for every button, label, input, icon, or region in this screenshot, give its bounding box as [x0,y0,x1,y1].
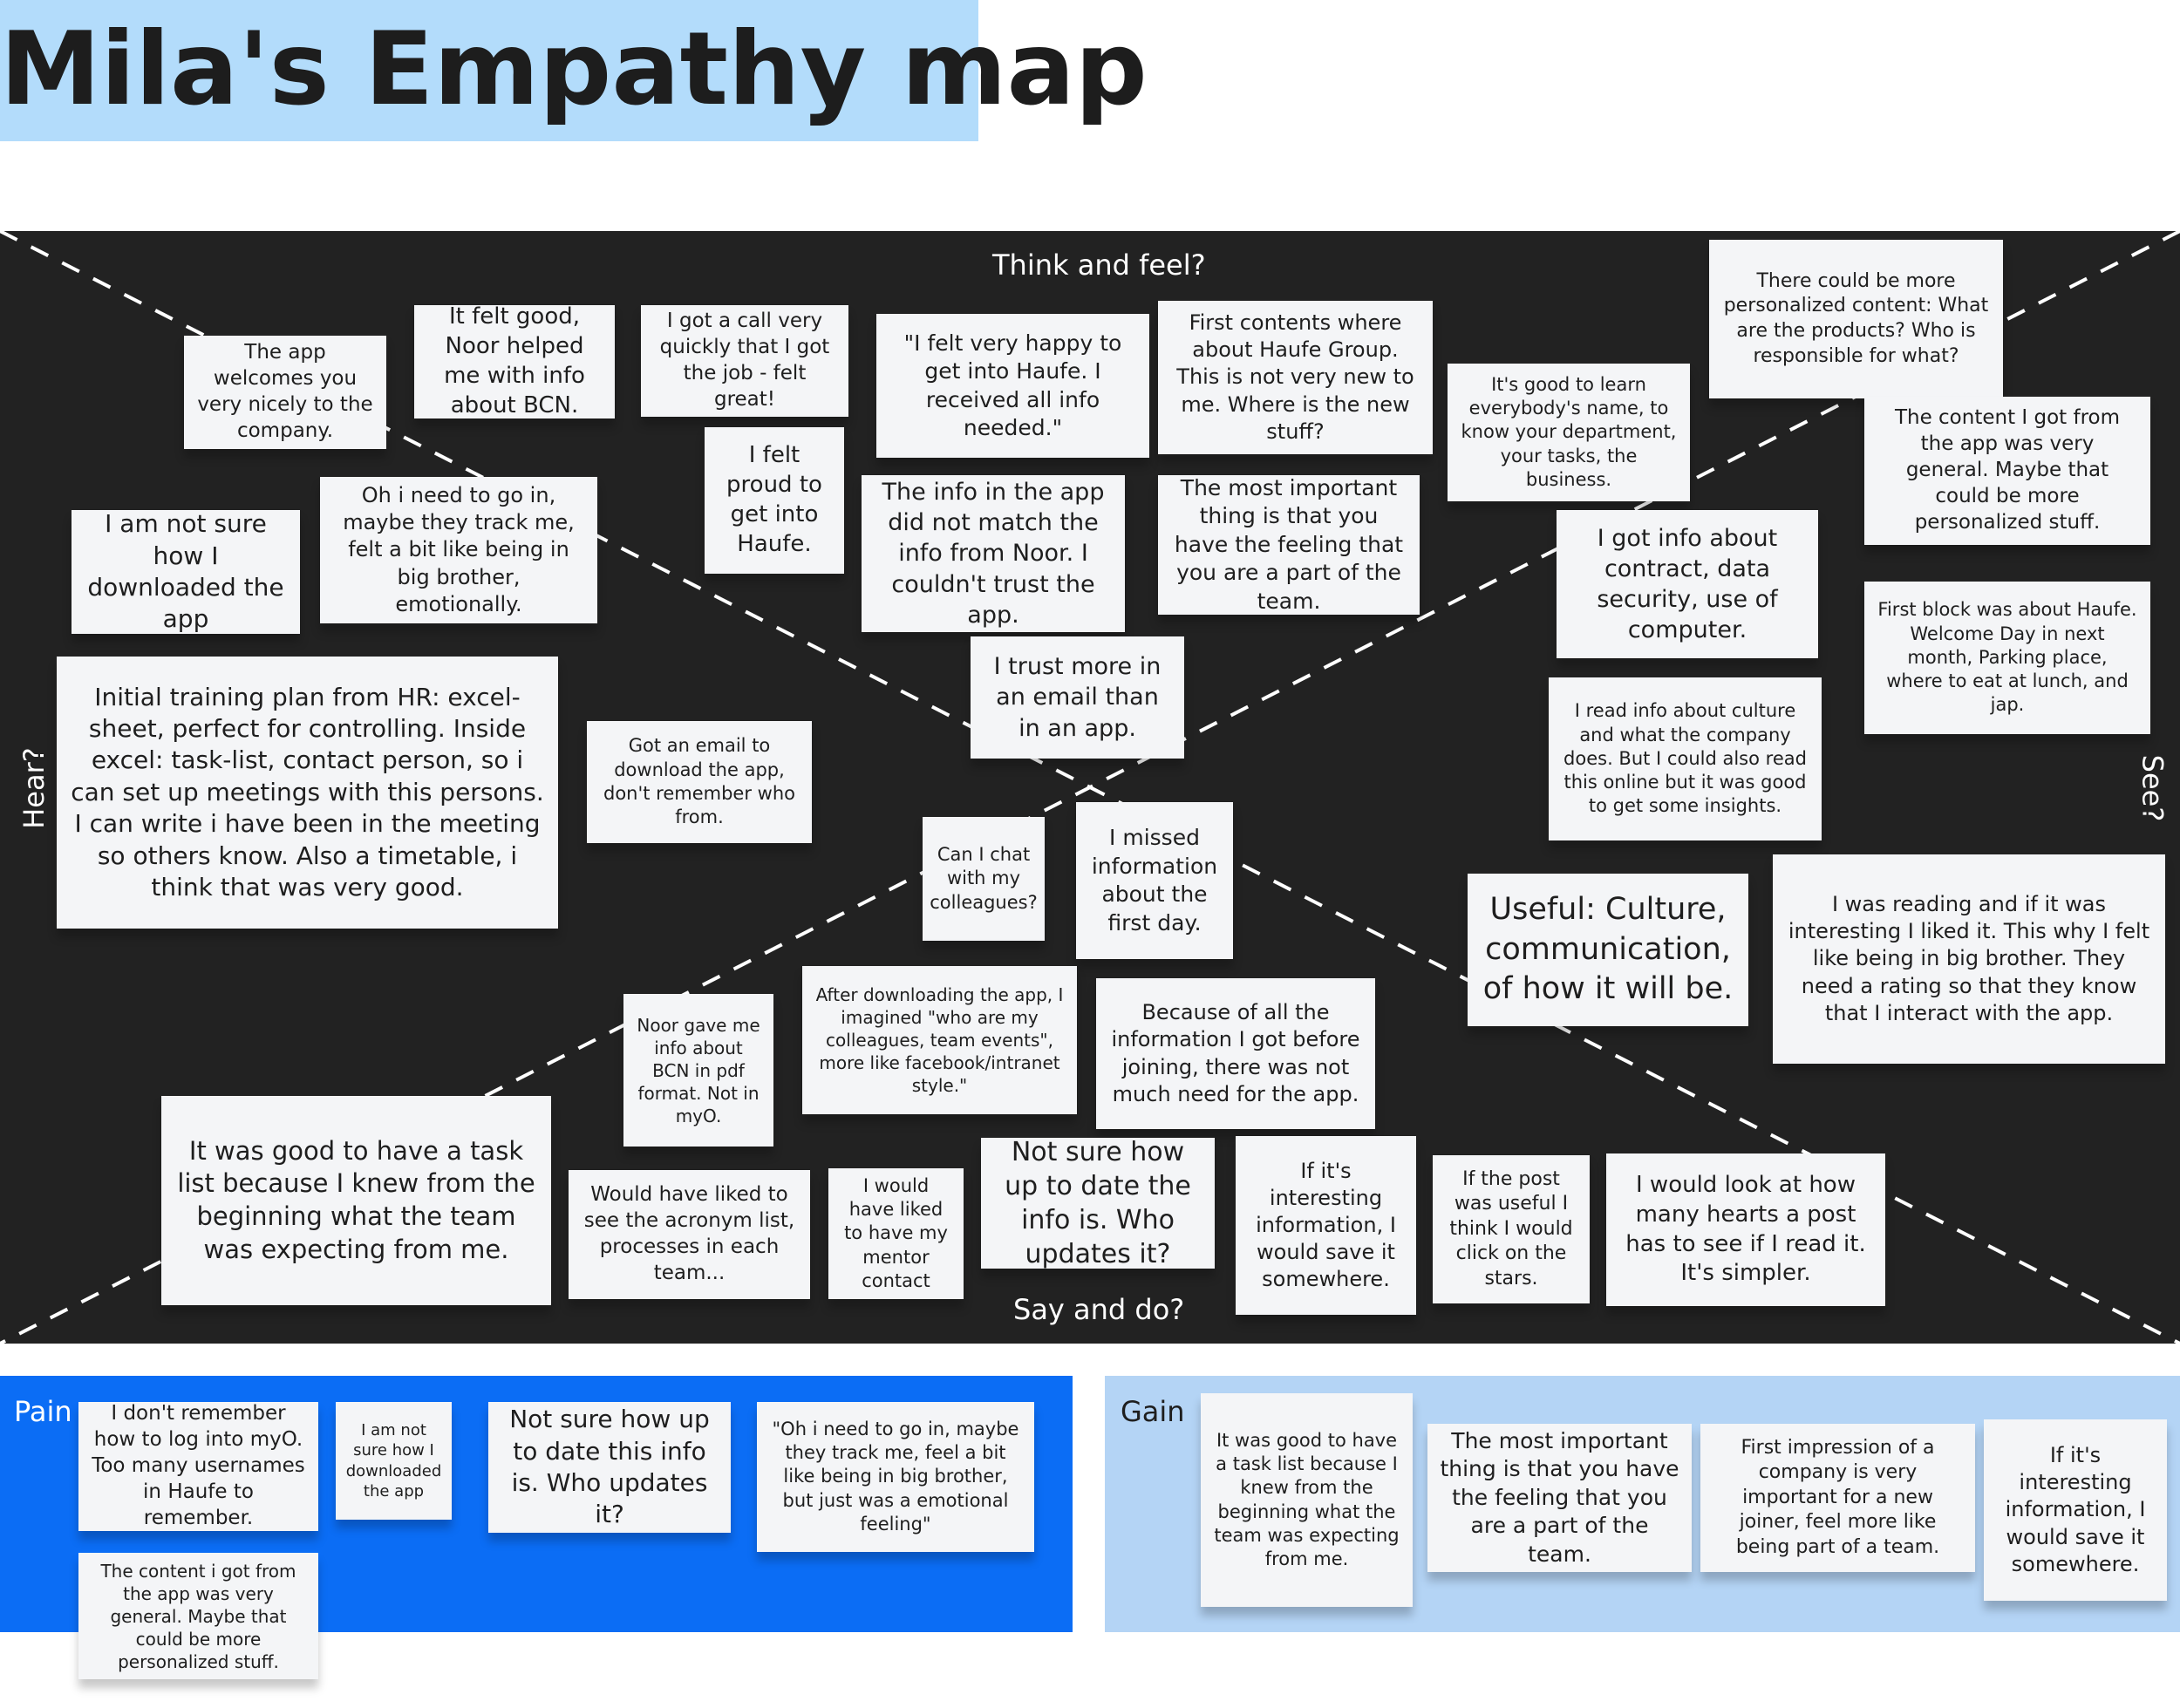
sticky-note[interactable]: Can I chat with my colleagues? [923,817,1045,941]
sticky-note[interactable]: I missed information about the first day… [1076,802,1233,959]
pain-sticky-note[interactable]: "Oh i need to go in, maybe they track me… [757,1402,1034,1552]
sticky-note[interactable]: Got an email to download the app, don't … [587,721,812,843]
gain-sticky-note[interactable]: First impression of a company is very im… [1700,1424,1975,1572]
sticky-note[interactable]: If the post was useful I think I would c… [1433,1155,1590,1303]
pain-sticky-note[interactable]: Not sure how up to date this info is. Wh… [488,1402,731,1533]
sticky-note[interactable]: The content I got from the app was very … [1864,397,2150,545]
sticky-note[interactable]: I am not sure how I downloaded the app [72,509,300,634]
sticky-note[interactable]: It felt good, Noor helped me with info a… [414,303,615,418]
sticky-note[interactable]: The app welcomes you very nicely to the … [184,336,386,449]
pain-sticky-note[interactable]: I am not sure how I downloaded the app [336,1402,452,1520]
sticky-note[interactable]: Initial training plan from HR: excel-she… [57,657,558,929]
sticky-note[interactable]: Because of all the information I got bef… [1096,978,1375,1129]
sticky-note[interactable]: "I felt very happy to get into Haufe. I … [876,314,1149,458]
sticky-note[interactable]: The info in the app did not match the in… [862,475,1125,632]
sticky-note[interactable]: I would look at how many hearts a post h… [1606,1153,1885,1306]
sticky-note[interactable]: I got info about contract, data security… [1557,510,1818,658]
sticky-note[interactable]: Not sure how up to date the info is. Who… [981,1137,1215,1269]
sticky-note[interactable]: I read info about culture and what the c… [1549,677,1822,840]
sticky-note[interactable]: Noor gave me info about BCN in pdf forma… [623,994,773,1147]
empathy-board: Think and feel? Say and do? Hear? See? T… [0,231,2180,1344]
pain-section: Pain I don't remember how to log into my… [0,1376,1073,1679]
sticky-note[interactable]: If it's interesting information, I would… [1236,1136,1416,1315]
gain-sticky-note[interactable]: If it's interesting information, I would… [1984,1419,2167,1601]
sticky-note[interactable]: It was good to have a task list because … [161,1096,551,1305]
sticky-note[interactable]: The most important thing is that you hav… [1158,475,1420,615]
quadrant-label-hear: Hear? [17,747,51,829]
title-banner [0,0,978,141]
quadrant-label-say-do: Say and do? [1013,1293,1185,1326]
sticky-note[interactable]: Would have liked to see the acronym list… [569,1170,810,1299]
sticky-note[interactable]: It's good to learn everybody's name, to … [1448,364,1690,501]
page-title: Mila's Empathy map [0,10,1148,128]
pain-label: Pain [14,1395,72,1428]
sticky-note[interactable]: First block was about Haufe. Welcome Day… [1864,582,2150,734]
gain-label: Gain [1121,1395,1185,1428]
quadrant-label-see: See? [2136,754,2170,822]
sticky-note[interactable]: I was reading and if it was interesting … [1773,854,2165,1064]
sticky-note[interactable]: There could be more personalized content… [1709,240,2003,398]
pain-sticky-note[interactable]: The content i got from the app was very … [78,1553,318,1679]
sticky-note[interactable]: After downloading the app, I imagined "w… [802,966,1077,1114]
sticky-note[interactable]: I felt proud to get into Haufe. [705,427,844,574]
sticky-note[interactable]: I trust more in an email than in an app. [971,636,1184,759]
sticky-note[interactable]: Useful: Culture, communication, of how i… [1468,874,1748,1026]
quadrant-label-think-feel: Think and feel? [992,248,1206,282]
gain-sticky-note[interactable]: The most important thing is that you hav… [1427,1424,1692,1572]
pain-sticky-note[interactable]: I don't remember how to log into myO. To… [78,1402,318,1531]
sticky-note[interactable]: I would have liked to have my mentor con… [828,1168,964,1299]
sticky-note[interactable]: First contents where about Haufe Group. … [1158,301,1433,454]
sticky-note[interactable]: I got a call very quickly that I got the… [641,305,848,417]
sticky-note[interactable]: Oh i need to go in, maybe they track me,… [320,477,597,623]
gain-section: Gain It was good to have a task list bec… [1105,1376,2180,1632]
gain-sticky-note[interactable]: It was good to have a task list because … [1201,1393,1413,1607]
